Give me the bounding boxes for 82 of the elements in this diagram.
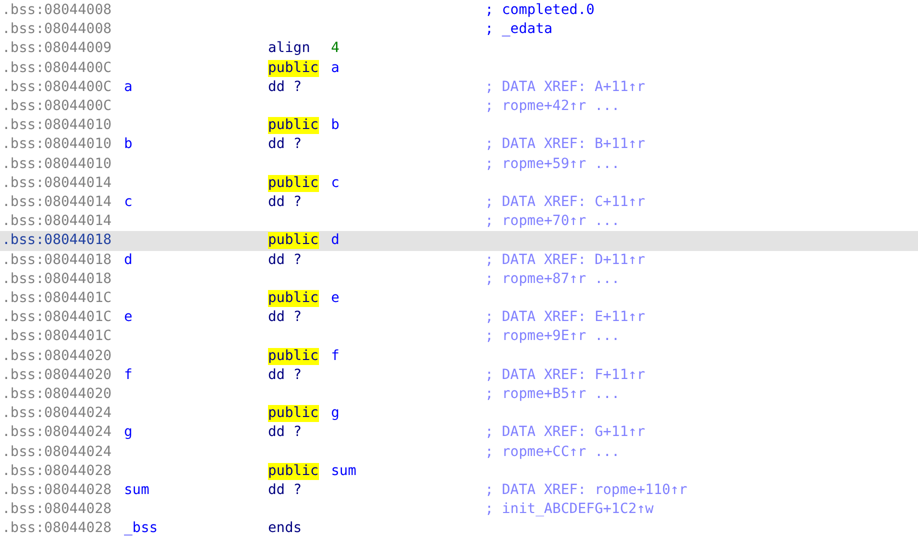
- data-definition: dd ?: [268, 136, 302, 154]
- address-text: .bss:08044009: [2, 40, 112, 58]
- data-definition: dd ?: [268, 424, 302, 442]
- cross-reference-comment: ; DATA XREF: G+11↑r: [485, 424, 646, 442]
- address-text: .bss:08044028: [2, 501, 112, 518]
- address-text: .bss:08044010: [2, 136, 112, 154]
- symbol-name: g: [124, 424, 132, 442]
- symbol-name: c: [331, 174, 340, 192]
- cross-reference-comment: ; DATA XREF: B+11↑r: [485, 136, 646, 154]
- cross-reference-comment: ; ropme+CC↑r ...: [485, 444, 620, 461]
- symbol-name: f: [331, 348, 340, 365]
- address-text: .bss:08044020: [2, 366, 112, 384]
- address-text: .bss:08044018: [2, 270, 112, 288]
- comment: ; _edata: [485, 21, 552, 38]
- address-text: .bss:08044010: [2, 156, 112, 173]
- address-text: .bss:08044020: [2, 348, 112, 365]
- symbol-name: sum: [331, 462, 356, 480]
- address-text: .bss:08044014: [2, 213, 112, 230]
- symbol-name: f: [124, 366, 132, 384]
- data-definition: dd ?: [268, 366, 302, 384]
- address-text: .bss:0804400C: [2, 98, 112, 115]
- directive-keyword: public: [268, 60, 319, 77]
- address-text: .bss:08044020: [2, 386, 112, 403]
- data-definition: dd ?: [268, 482, 302, 499]
- address-text: .bss:08044018: [2, 232, 112, 250]
- symbol-name: b: [331, 117, 340, 134]
- symbol-name: _bss: [124, 520, 158, 538]
- cross-reference-comment: ; ropme+42↑r ...: [485, 98, 620, 115]
- address-text: .bss:08044008: [2, 21, 112, 38]
- address-text: .bss:08044014: [2, 194, 112, 211]
- symbol-name: d: [331, 232, 340, 250]
- address-text: .bss:08044018: [2, 252, 112, 269]
- directive-keyword: public: [268, 232, 319, 250]
- symbol-name: d: [124, 252, 132, 269]
- address-text: .bss:0804400C: [2, 60, 112, 77]
- address-text: .bss:08044024: [2, 405, 112, 422]
- cross-reference-comment: ; DATA XREF: F+11↑r: [485, 366, 646, 384]
- symbol-name: g: [331, 405, 340, 422]
- directive-keyword: public: [268, 462, 319, 480]
- directive: ends: [268, 520, 302, 538]
- address-text: .bss:08044028: [2, 520, 112, 538]
- address-text: .bss:08044028: [2, 482, 112, 499]
- cross-reference-comment: ; init_ABCDEFG+1C2↑w: [485, 501, 654, 518]
- symbol-name: b: [124, 136, 132, 154]
- symbol-name: e: [124, 309, 132, 326]
- directive-keyword: public: [268, 117, 319, 134]
- symbol-name: a: [331, 60, 340, 77]
- directive: align: [268, 40, 310, 58]
- data-definition: dd ?: [268, 252, 302, 269]
- address-text: .bss:08044014: [2, 174, 112, 192]
- address-text: .bss:0804401C: [2, 290, 112, 307]
- address-text: .bss:0804401C: [2, 309, 112, 326]
- address-text: .bss:0804400C: [2, 78, 112, 96]
- address-text: .bss:08044024: [2, 444, 112, 461]
- comment: ; completed.0: [485, 2, 595, 19]
- directive-keyword: public: [268, 348, 319, 365]
- data-definition: dd ?: [268, 309, 302, 326]
- cross-reference-comment: ; DATA XREF: E+11↑r: [485, 309, 646, 326]
- cross-reference-comment: ; DATA XREF: D+11↑r: [485, 252, 646, 269]
- cross-reference-comment: ; DATA XREF: C+11↑r: [485, 194, 646, 211]
- address-text: .bss:08044028: [2, 462, 112, 480]
- cross-reference-comment: ; DATA XREF: A+11↑r: [485, 78, 646, 96]
- address-text: .bss:08044024: [2, 424, 112, 442]
- number: 4: [331, 40, 340, 58]
- directive-keyword: public: [268, 290, 319, 307]
- symbol-name: a: [124, 78, 132, 96]
- cross-reference-comment: ; ropme+87↑r ...: [485, 270, 620, 288]
- address-text: .bss:08044010: [2, 117, 112, 134]
- cross-reference-comment: ; DATA XREF: ropme+110↑r: [485, 482, 688, 499]
- cross-reference-comment: ; ropme+9E↑r ...: [485, 328, 620, 346]
- cross-reference-comment: ; ropme+70↑r ...: [485, 213, 620, 230]
- directive-keyword: public: [268, 405, 319, 422]
- address-text: .bss:0804401C: [2, 328, 112, 346]
- address-text: .bss:08044008: [2, 2, 112, 19]
- symbol-name: c: [124, 194, 132, 211]
- data-definition: dd ?: [268, 78, 302, 96]
- symbol-name: sum: [124, 482, 150, 499]
- symbol-name: e: [331, 290, 340, 307]
- cross-reference-comment: ; ropme+59↑r ...: [485, 156, 620, 173]
- cross-reference-comment: ; ropme+B5↑r ...: [485, 386, 620, 403]
- data-definition: dd ?: [268, 194, 302, 211]
- directive-keyword: public: [268, 174, 319, 192]
